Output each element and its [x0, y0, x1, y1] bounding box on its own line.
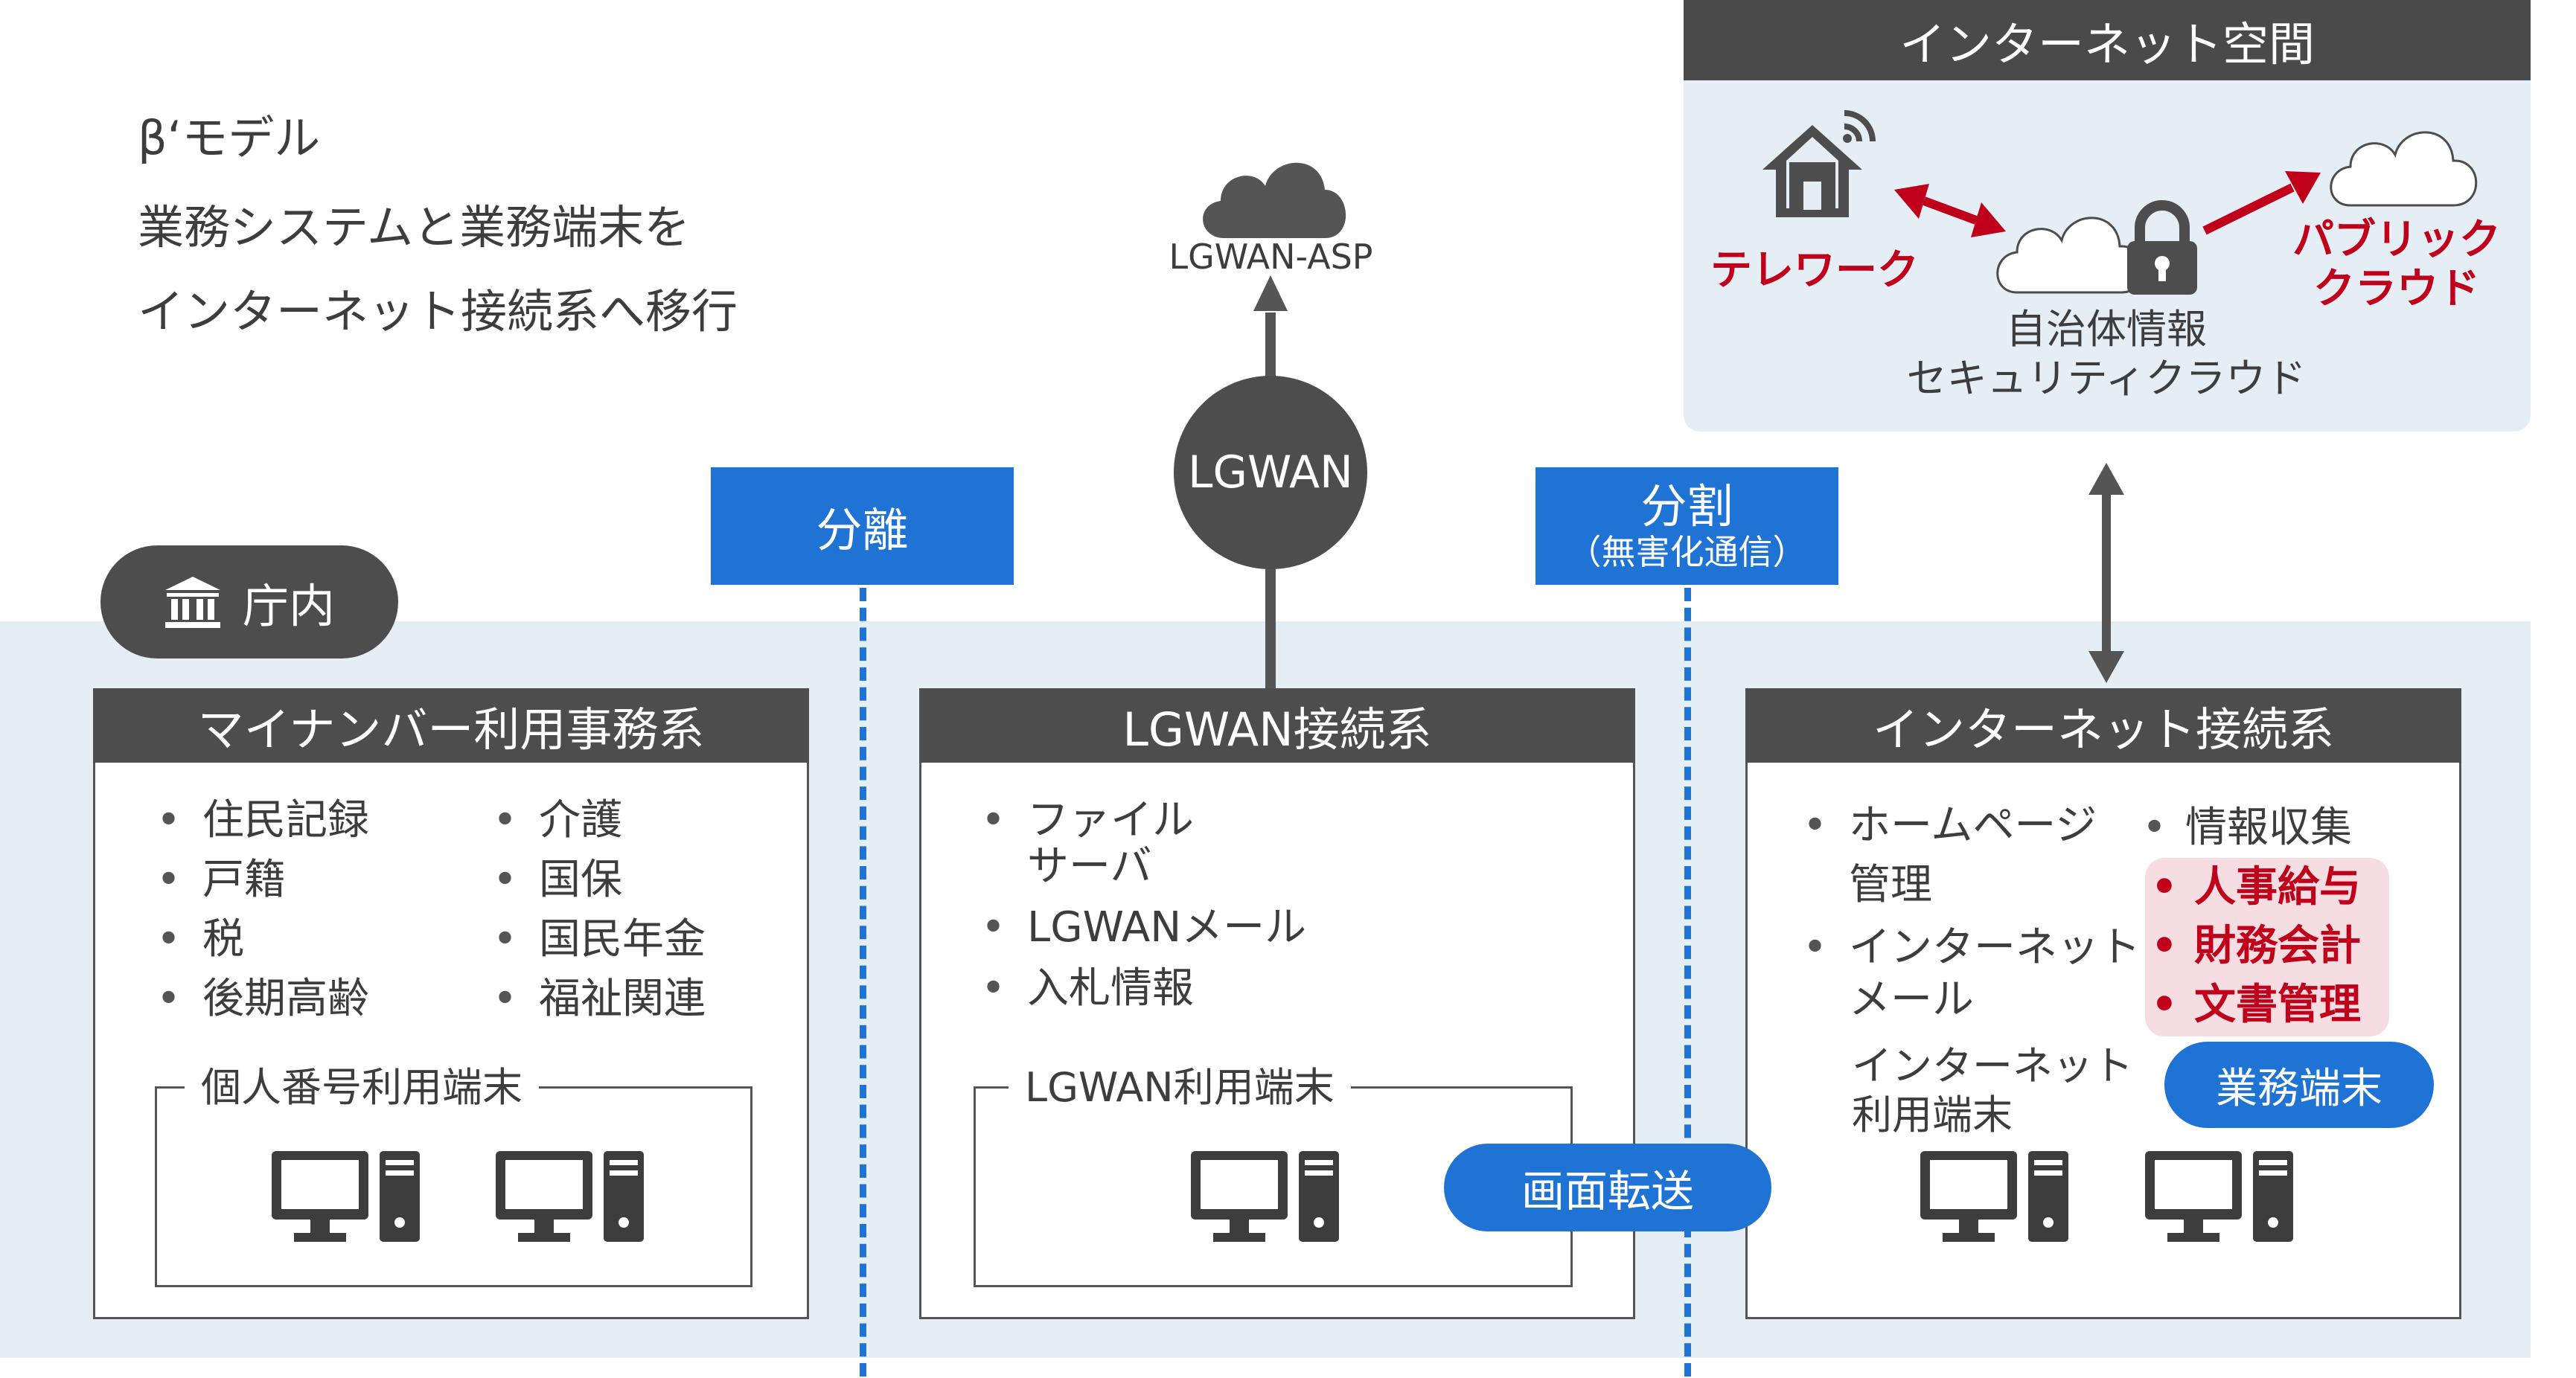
security-cloud-label: 自治体情報 セキュリティクラウド — [1906, 306, 2307, 402]
list-item: •文書管理 — [2151, 981, 2361, 1029]
business-terminal-badge: 業務端末 — [2164, 1042, 2434, 1128]
separation-label: 分離 — [711, 467, 1014, 585]
lgwan-system-title: LGWAN接続系 — [919, 688, 1635, 763]
division-line — [1684, 588, 1691, 1377]
lgwan-terminal-label: LGWAN利用端末 — [1009, 1068, 1351, 1108]
internet-system-title: インターネット接続系 — [1745, 688, 2461, 763]
telework-arrow-left-head — [1894, 184, 1929, 219]
lgwan-asp-label: LGWAN-ASP — [1169, 237, 1373, 277]
list-item: •住民記録 — [156, 796, 369, 845]
mynumber-terminal-frame — [155, 1086, 752, 1287]
division-label: 分割 （無害化通信） — [1535, 467, 1838, 585]
padlock-icon — [2127, 200, 2197, 295]
list-item: •インターネット — [1803, 923, 2141, 972]
list-item: •国保 — [493, 856, 622, 904]
list-item: •福祉関連 — [493, 975, 706, 1023]
public-cloud-label: パブリック クラウド — [2292, 216, 2501, 313]
list-item: •財務会計 — [2151, 922, 2361, 970]
internet-space-title: インターネット空間 — [1684, 0, 2531, 80]
lgwan-asp-cloud-icon — [1203, 162, 1346, 238]
list-item: •LGWANメール — [981, 903, 1307, 952]
lgwan-node: LGWAN — [1174, 376, 1367, 569]
list-item: •情報収集 — [2142, 804, 2352, 852]
list-item-continued: サーバ — [1027, 842, 1152, 891]
list-item: •人事給与 — [2151, 863, 2361, 911]
lgwan-asp-arrow-head — [1253, 275, 1288, 311]
list-item: •後期高齢 — [156, 975, 369, 1023]
mynumber-system-title: マイナンバー利用事務系 — [93, 688, 809, 763]
internet-items-left: •ホームページ 管理 •インターネット メール — [1803, 805, 2141, 1021]
internet-link-arrow-up — [2088, 463, 2124, 495]
public-cloud-arrow-head — [2285, 171, 2321, 204]
list-item: •税 — [156, 915, 244, 964]
list-item: •国民年金 — [493, 915, 706, 964]
list-item-continued: メール — [1849, 975, 1974, 1024]
model-desc-line2: インターネット接続系へ移行 — [138, 284, 738, 339]
lgwan-items: •ファイル サーバ •LGWANメール •入札情報 — [981, 800, 1306, 1010]
mynumber-items-left: •住民記録 •戸籍 •税 •後期高齢 — [156, 800, 369, 1020]
list-item: •入札情報 — [981, 964, 1194, 1013]
list-item-continued: 管理 — [1849, 861, 1932, 909]
cloud-icon — [2330, 131, 2478, 207]
mynumber-terminal-label: 個人番号利用端末 — [185, 1068, 539, 1108]
internet-terminal-label: インターネット 利用端末 — [1852, 1042, 2133, 1138]
screen-transfer-label: 画面転送 — [1444, 1144, 1771, 1231]
telework-arrow-right-head — [1971, 202, 2006, 237]
model-title: β‘モデル — [138, 111, 321, 165]
list-item: •ファイル — [981, 796, 1194, 845]
telework-label: テレワーク — [1710, 246, 1919, 295]
separation-line — [860, 588, 866, 1377]
business-system-items: •人事給与 •財務会計 •文書管理 — [2151, 867, 2361, 1026]
model-desc-line1: 業務システムと業務端末を — [138, 200, 691, 254]
government-building-icon — [164, 577, 220, 628]
list-item: •戸籍 — [156, 856, 286, 904]
office-label: 庁内 — [242, 579, 335, 633]
home-wifi-icon — [1762, 110, 1876, 217]
mynumber-items-right: •介護 •国保 •国民年金 •福祉関連 — [493, 800, 706, 1020]
telework-arrow-line — [1922, 196, 1978, 225]
internet-link-arrow-down — [2088, 651, 2124, 683]
business-system-highlight — [2145, 858, 2389, 1036]
list-item: •介護 — [493, 796, 622, 845]
list-item: •ホームページ — [1803, 801, 2097, 850]
internet-items-right: •情報収集 — [2142, 807, 2352, 849]
office-badge: 庁内 — [100, 545, 398, 658]
public-cloud-arrow-line — [2202, 183, 2295, 235]
